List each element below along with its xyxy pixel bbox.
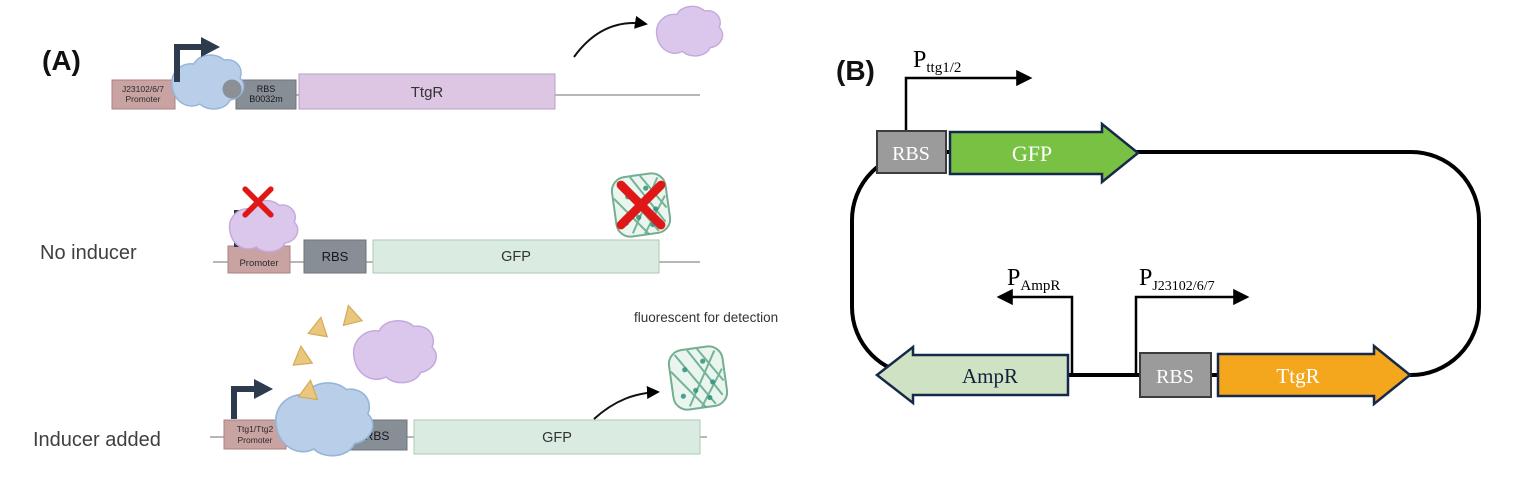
gfp-gene-arrow xyxy=(948,121,1140,185)
promoter-sub: ttg1/2 xyxy=(926,60,961,76)
inducer-triangle-icon xyxy=(338,302,363,326)
promoter-arrow-icon xyxy=(174,37,220,82)
promoter-base: P xyxy=(1139,265,1152,291)
construct-inducer-added: Inducer added Ttg1/Ttg2 Promoter RBS GFP xyxy=(33,302,778,457)
promoter-sub: AmpR xyxy=(1020,278,1060,294)
panel-b: (B) Pttg1/2 PAmpR PJ23102/6/7 RBS GFP Am… xyxy=(836,47,1481,407)
panel-b-label: (B) xyxy=(836,55,875,86)
inducer-triangle-icon xyxy=(307,315,331,338)
promoter-arrow-pampr xyxy=(996,288,1074,375)
ttgr-gene-arrow xyxy=(1216,343,1412,407)
ampr-arrow-label: AmpR xyxy=(962,364,1018,388)
ttgr-protein-blob xyxy=(655,5,724,57)
promoter-base: P xyxy=(913,47,926,73)
promoter-sub: J23102/6/7 xyxy=(1152,279,1214,294)
construct-no-inducer: No inducer Promoter RBS GFP xyxy=(40,170,700,274)
promoter-arrow-pj23 xyxy=(1134,288,1250,375)
promoter-label-pj23: PJ23102/6/7 xyxy=(1139,265,1215,294)
construct-ttgr-expression: J23102/6/7 Promoter RBS B0032m TtgR xyxy=(111,5,724,110)
promoter-base: P xyxy=(1007,265,1020,291)
ttgr-inducer-complex-blob xyxy=(352,319,438,384)
gfp-gene-label: GFP xyxy=(501,249,531,265)
rbs-box-top xyxy=(876,130,947,174)
rbs-box xyxy=(235,79,297,110)
rbs-box xyxy=(303,239,367,274)
ttgr-arrow-label: TtgR xyxy=(1276,364,1319,388)
sigma-factor-icon xyxy=(222,79,242,99)
state-label-no-inducer: No inducer xyxy=(40,242,137,264)
rbs-label-line2: B0032m xyxy=(249,94,283,104)
fluorescence-annotation: fluorescent for detection xyxy=(634,310,778,325)
promoter-label: Promoter xyxy=(239,258,278,269)
gfp-gene-label: GFP xyxy=(542,430,572,446)
panel-a-label: (A) xyxy=(42,45,81,76)
gfp-gene-box xyxy=(372,239,660,274)
rbs-top-label: RBS xyxy=(892,143,930,165)
panel-a: (A) J23102/6/7 Promoter RBS B0032m TtgR … xyxy=(33,5,778,457)
promoter-arrow-pttg xyxy=(904,69,1033,152)
gfp-gene-box xyxy=(413,419,701,455)
expression-curved-arrow xyxy=(593,385,660,420)
promoter-label-pampr: PAmpR xyxy=(1007,265,1060,294)
promoter-label-pttg: Pttg1/2 xyxy=(913,47,961,76)
rbs-box-bottom xyxy=(1139,352,1212,398)
expression-curved-arrow xyxy=(573,15,648,58)
rbs-label: RBS xyxy=(322,249,349,264)
promoter-label-line2: Promoter xyxy=(126,94,161,104)
promoter-box xyxy=(227,245,291,274)
state-label-inducer-added: Inducer added xyxy=(33,429,161,451)
promoter-label-line1: Ttg1/Ttg2 xyxy=(237,424,274,434)
ampr-gene-arrow xyxy=(874,344,1070,406)
promoter-label-line1: J23102/6/7 xyxy=(122,84,164,94)
rbs-bottom-label: RBS xyxy=(1156,366,1194,388)
plasmid-backbone-outline xyxy=(850,150,1481,377)
gfp-arrow-label: GFP xyxy=(1012,141,1052,166)
inducer-triangle-icon xyxy=(290,344,313,366)
rbs-label-line1: RBS xyxy=(257,84,276,94)
promoter-label-line2: Promoter xyxy=(238,435,273,445)
promoter-arrow-icon xyxy=(231,379,273,419)
ttgr-gene-box xyxy=(298,73,556,110)
gfp-protein-icon xyxy=(666,343,730,413)
ttgr-gene-label: TtgR xyxy=(411,84,444,101)
